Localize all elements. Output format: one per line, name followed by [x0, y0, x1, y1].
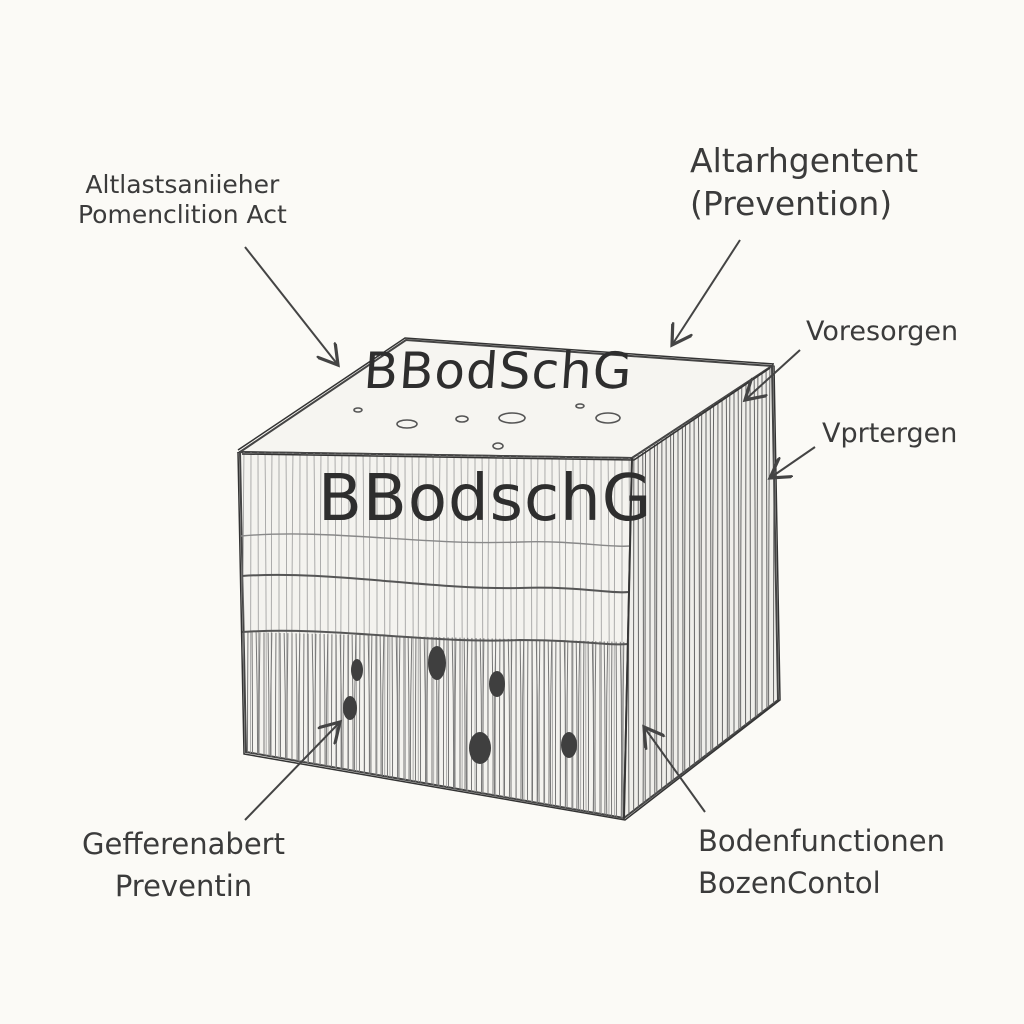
arrow-top-left — [244, 246, 338, 365]
hatch-stroke — [251, 632, 254, 818]
annotation-top-right-line-2: (Prevention) — [690, 183, 893, 223]
arrow-bottom-right — [644, 727, 706, 813]
hatch-stroke — [470, 632, 473, 818]
annotation-top-left-line-2: Pomenclition Act — [78, 200, 287, 229]
hatch-stroke — [613, 452, 616, 818]
hatch-stroke — [563, 632, 567, 818]
annotation-top-right-line-1: Altarhgentent — [690, 141, 919, 180]
hatch-stroke — [549, 632, 553, 818]
hatch-stroke — [358, 632, 361, 818]
hatch-stroke — [531, 632, 534, 818]
hatch-stroke — [460, 452, 463, 818]
hatch-stroke — [610, 632, 613, 818]
hatch-stroke — [619, 632, 623, 818]
arrow-vprtergen — [770, 446, 816, 478]
hatch-stroke — [432, 452, 435, 818]
annotation-bottom-left: Gefferenabert Preventin — [82, 823, 285, 907]
annotation-right-upper: Voresorgen — [806, 316, 959, 347]
hatch-stroke — [559, 632, 562, 818]
annotation-bottom-right-line-2: BozenContol — [698, 866, 881, 901]
hatch-stroke — [510, 632, 513, 818]
hatch-stroke — [582, 632, 585, 818]
layer-boundary-3 — [241, 629, 629, 646]
hatch-stroke — [507, 632, 511, 818]
hatch-stroke — [575, 632, 578, 818]
hatch-stroke — [535, 632, 539, 818]
annotation-top-left-line-1: Altlastsaniieher — [85, 170, 280, 199]
hatch-stroke — [466, 452, 469, 818]
hatch-stroke — [697, 366, 700, 818]
hatch-stroke — [603, 632, 606, 818]
hatch-stroke — [447, 632, 450, 818]
hatch-stroke — [246, 632, 249, 818]
annotation-bottom-left-line-1: Gefferenabert — [82, 827, 285, 861]
annotation-bottom-right-line-1: Bodenfunctionen — [698, 824, 945, 858]
hatch-stroke — [579, 452, 582, 818]
hatch-stroke — [363, 632, 366, 818]
hatch-stroke — [566, 632, 569, 818]
hatch-stroke — [605, 632, 609, 818]
arrow-bottom-left — [244, 722, 340, 821]
hatch-stroke — [700, 366, 703, 818]
hatch-stroke — [274, 632, 277, 818]
layer-boundary-2 — [241, 573, 630, 594]
block-outline — [237, 337, 781, 821]
hatch-stroke — [335, 632, 338, 818]
hatch-stroke — [607, 452, 610, 818]
hatch-stroke — [503, 632, 506, 818]
arrow-top-right — [672, 239, 741, 345]
hatch-stroke — [411, 452, 414, 818]
layer-boundary-1 — [240, 533, 631, 548]
arrow-voresorgen — [745, 349, 801, 400]
annotation-bottom-right: Bodenfunctionen BozenContol — [698, 820, 945, 904]
hatch-stroke — [585, 452, 588, 818]
top-face-label: BBodSchG — [361, 342, 635, 400]
hatch-stroke — [622, 632, 625, 818]
hatch-stroke — [475, 632, 478, 818]
hatch-stroke — [594, 632, 597, 818]
annotation-top-left: Altlastsaniieher Pomenclition Act — [78, 170, 287, 230]
soil-stones — [343, 646, 577, 764]
annotation-top-right: Altarhgentent (Prevention) — [690, 140, 918, 226]
hatch-stroke — [587, 632, 590, 818]
hatch-stroke — [530, 452, 533, 818]
hatch-stroke — [307, 632, 310, 818]
hatch-stroke — [414, 632, 417, 818]
front-face-label: BBodschG — [318, 462, 653, 536]
hatch-stroke — [577, 632, 581, 818]
hatch-stroke — [519, 632, 522, 818]
hatch-stroke — [498, 632, 501, 818]
hatch-stroke — [279, 632, 282, 818]
annotation-arrows — [244, 239, 816, 821]
hatch-stroke — [521, 632, 525, 818]
hatch-stroke — [547, 632, 550, 818]
hatch-stroke — [615, 632, 618, 818]
hatch-stroke — [419, 632, 422, 818]
hatch-stroke — [386, 632, 389, 818]
top-face-pores — [353, 403, 621, 450]
hatch-stroke — [302, 632, 305, 818]
hatch-stroke — [536, 452, 539, 818]
annotation-bottom-left-line-2: Preventin — [114, 869, 253, 904]
annotation-right-middle: Vprtergen — [822, 418, 958, 449]
hatch-stroke — [526, 632, 529, 818]
hatch-stroke — [591, 632, 595, 818]
hatch-stroke — [538, 632, 541, 818]
hatch-stroke — [330, 632, 333, 818]
hatch-stroke — [417, 452, 420, 818]
hatch-stroke — [554, 632, 557, 818]
hatch-stroke — [391, 632, 394, 818]
